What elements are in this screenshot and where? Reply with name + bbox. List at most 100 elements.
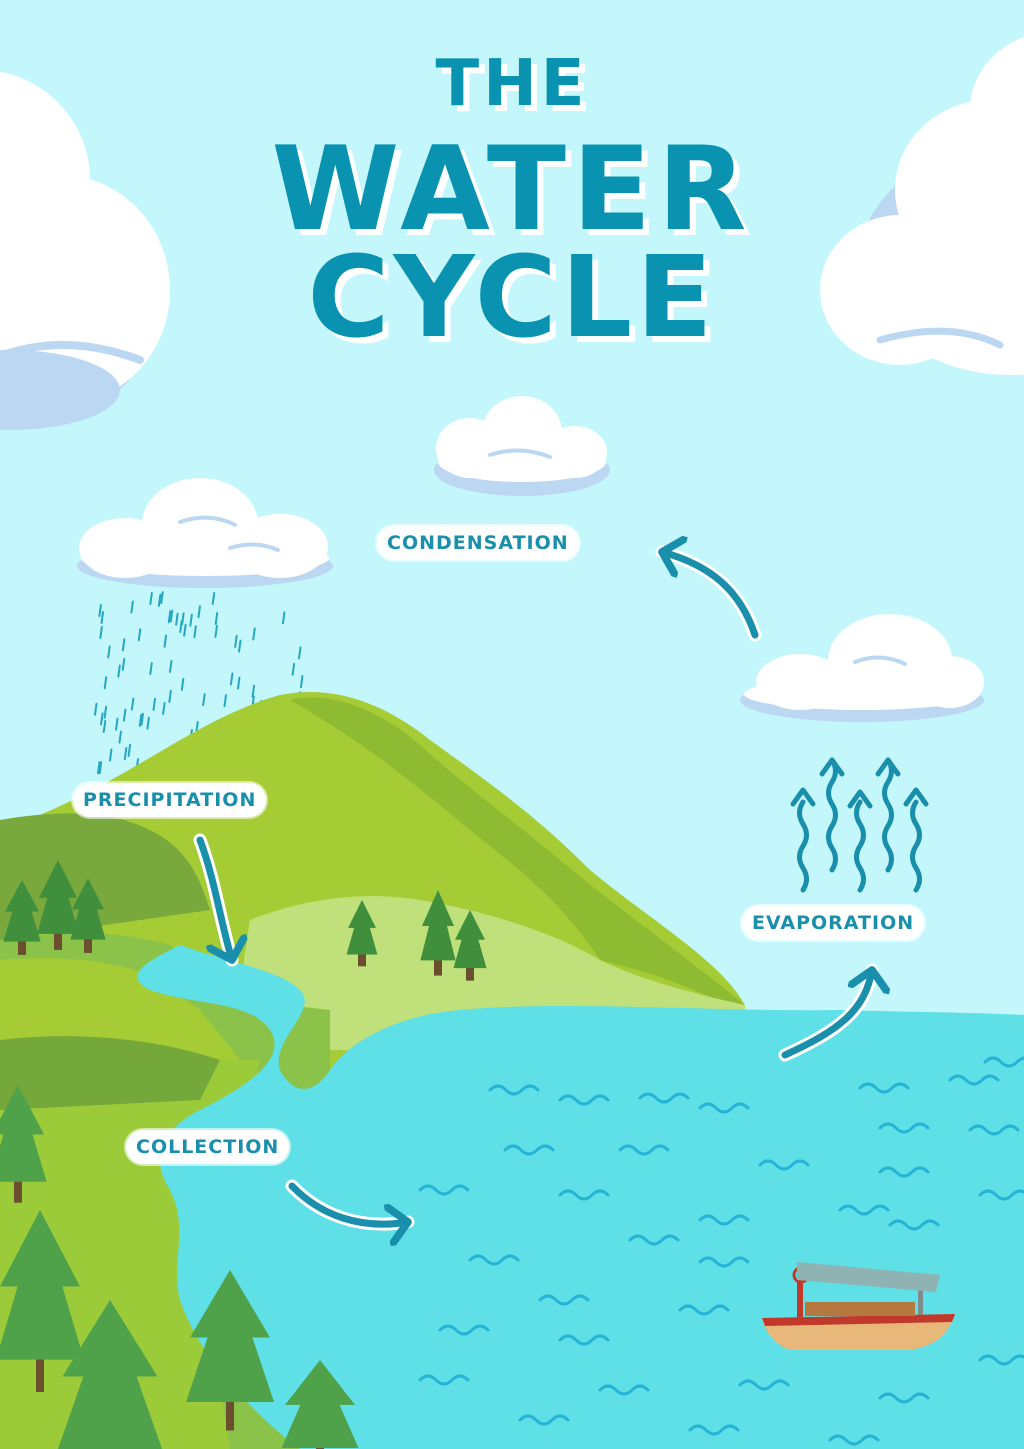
wave	[878, 1166, 930, 1178]
wave	[888, 1219, 940, 1231]
rain-drop	[291, 662, 296, 676]
rain-drop	[299, 675, 304, 689]
rain-drop	[202, 693, 206, 707]
vapor-arrow-head	[875, 757, 901, 777]
rain-drop	[168, 660, 173, 674]
title-line-the: THE	[435, 47, 589, 121]
wave	[558, 1189, 610, 1201]
cloud-top-left	[0, 71, 170, 430]
wave	[978, 1189, 1024, 1201]
wave	[698, 1256, 750, 1268]
wave	[878, 1122, 930, 1134]
rain-drop	[281, 611, 286, 625]
rain-drop	[107, 645, 111, 659]
arrow-to-condensation	[662, 552, 759, 639]
vapor-arrow-head	[847, 789, 873, 809]
rain-drop	[189, 613, 193, 627]
rain-drop	[118, 730, 122, 744]
wave	[948, 1074, 1000, 1086]
wave	[418, 1374, 470, 1386]
wave	[558, 1334, 610, 1346]
rain-drop	[193, 625, 197, 639]
rain-drop	[238, 639, 242, 653]
wave	[503, 1144, 555, 1156]
wave	[618, 1144, 670, 1156]
rain-drop	[117, 664, 121, 678]
wave	[628, 1234, 680, 1246]
rain-drop	[94, 702, 98, 716]
wave	[558, 1094, 610, 1106]
wave	[758, 1159, 810, 1171]
title-line-cycle: CYCLE	[307, 233, 717, 363]
rain-drop	[197, 605, 201, 619]
wave	[828, 1434, 880, 1446]
rain-drop	[157, 593, 162, 607]
rain-drop	[163, 634, 168, 648]
vapor-arrow	[854, 799, 866, 893]
rain-drop	[137, 628, 142, 642]
rain-drop	[127, 743, 132, 757]
wave	[678, 1304, 730, 1316]
rain-drop	[103, 676, 108, 690]
tree	[57, 1300, 163, 1449]
boat	[762, 1262, 955, 1350]
rain-drop	[99, 625, 103, 639]
rain-drop	[121, 657, 126, 671]
wave	[638, 1092, 690, 1104]
wave	[518, 1414, 570, 1426]
tree	[0, 1085, 47, 1203]
rain-drop	[167, 610, 172, 624]
wave	[738, 1379, 790, 1391]
rain-drop	[122, 708, 127, 722]
rain-drop	[138, 713, 143, 727]
rain-drop	[149, 592, 153, 606]
cloud-center	[434, 396, 610, 496]
rain-drop	[162, 701, 166, 715]
cloud-top-right	[820, 36, 1024, 375]
rain-drop	[97, 761, 101, 775]
wave	[418, 1184, 470, 1196]
rain-drop	[149, 662, 153, 676]
rain-drop	[234, 634, 238, 648]
rain-drop	[168, 689, 172, 703]
rain-drop	[183, 623, 187, 637]
label-condensation: CONDENSATION	[377, 526, 579, 560]
tree	[70, 878, 106, 953]
label-precipitation: PRECIPITATION	[73, 783, 267, 817]
rain-drop	[100, 610, 105, 624]
rain-drop	[236, 676, 241, 690]
vapor-arrow	[882, 757, 894, 873]
rain-drop	[115, 717, 119, 731]
rain-drop	[214, 612, 219, 626]
rain-drop	[102, 720, 107, 734]
rain-drop	[123, 747, 128, 761]
rain-drop	[211, 591, 216, 605]
arrow-collection-flow	[288, 1182, 408, 1224]
bank-shadow	[0, 1036, 220, 1110]
wave	[878, 1392, 930, 1404]
arrow-evaporation-rise	[781, 970, 872, 1059]
rain-drop	[130, 697, 135, 711]
rain-drop	[223, 694, 227, 708]
rain-drop	[252, 627, 256, 641]
tree	[186, 1270, 274, 1431]
vapor-arrow	[826, 757, 838, 873]
rain-drop	[152, 697, 156, 711]
rain-drop	[103, 705, 108, 719]
wave	[968, 1124, 1020, 1136]
wave	[468, 1254, 520, 1266]
wave	[538, 1294, 590, 1306]
vapor-arrow-head	[790, 787, 816, 807]
label-evaporation: EVAPORATION	[742, 906, 925, 940]
rain-drop	[160, 591, 164, 605]
rain-drop	[229, 672, 234, 686]
rain-drop	[181, 612, 185, 626]
wave	[838, 1204, 890, 1216]
tree	[281, 1360, 359, 1449]
tree	[346, 900, 378, 967]
tree	[453, 910, 487, 981]
wave	[688, 1424, 740, 1436]
rain-cloud	[77, 478, 333, 588]
tree	[0, 1210, 84, 1392]
wave	[698, 1102, 750, 1114]
